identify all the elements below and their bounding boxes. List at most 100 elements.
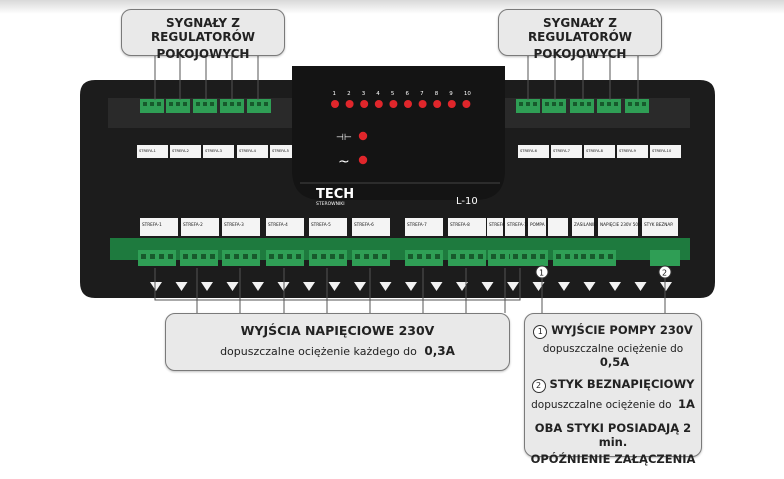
upper-zone-label-box xyxy=(137,145,168,158)
delay-note-line1: OBA STYKI POSIADAJĄ 2 min. xyxy=(534,421,692,449)
lower-zone-label-box xyxy=(405,218,443,236)
housing-tooth xyxy=(303,282,315,291)
terminal-screw xyxy=(196,102,200,106)
lower-zone-label: STYK BEZNAP. xyxy=(644,222,673,227)
lower-zone-label-box xyxy=(352,218,390,236)
lower-zone-label-box xyxy=(505,218,525,236)
output-terminal xyxy=(266,250,304,266)
output-terminal xyxy=(309,250,347,266)
led-number: 7 xyxy=(420,91,424,97)
upper-zone-label: STREFA-9 xyxy=(619,149,637,153)
terminal-screw xyxy=(176,102,180,106)
terminal-screw xyxy=(330,254,335,259)
pump-number-badge: 1 xyxy=(533,325,548,339)
terminal-screw xyxy=(264,102,268,106)
lower-zone-label-box xyxy=(642,218,678,236)
zone-led xyxy=(331,100,339,108)
terminal-screw xyxy=(460,254,465,259)
lower-zone-label-box xyxy=(528,218,546,236)
housing-tooth xyxy=(150,282,162,291)
relay-badge: 2 xyxy=(662,269,667,278)
zone-led xyxy=(374,100,383,108)
outputs-title: WYJŚCIA NAPIĘCIOWE 230V xyxy=(240,323,435,338)
led-number: 1 xyxy=(333,91,337,97)
upper-zone-label: STREFA-4 xyxy=(239,149,257,153)
terminal-screw xyxy=(533,102,537,106)
lower-zone-label: STREFA-8 xyxy=(450,222,470,227)
terminal-screw xyxy=(257,102,261,106)
output-terminal xyxy=(510,250,548,266)
terminal-screw xyxy=(635,102,639,106)
leader-bracket xyxy=(154,268,521,301)
housing-tooth xyxy=(226,282,239,291)
callout-pump-relay: 1 WYJŚCIE POMPY 230V dopuszczalne ocięże… xyxy=(524,313,702,466)
terminal-screw xyxy=(580,102,584,106)
housing-tooth xyxy=(660,282,672,291)
callout-signals-left-line1: SYGNAŁY Z REGULATORÓW xyxy=(150,16,256,44)
lower-zone-label-box xyxy=(222,218,260,236)
outputs-subtitle: dopuszczalne ociężenie każdego do xyxy=(220,345,417,358)
terminal-screw xyxy=(559,102,563,106)
upper-zone-label: STREFA-1 xyxy=(139,149,156,153)
terminal-screw xyxy=(234,254,239,259)
terminal-screw xyxy=(451,254,456,259)
terminal-screw xyxy=(157,102,161,106)
upper-zone-label-box xyxy=(203,145,234,158)
terminal-screw xyxy=(252,254,257,259)
terminal-screw xyxy=(269,254,274,259)
upper-zone-label-box xyxy=(584,145,615,158)
callout-signals-left-line2: POKOJOWYCH xyxy=(156,47,250,61)
terminal-screw xyxy=(435,254,440,259)
lower-zone-label: STREFA-7 xyxy=(407,222,427,227)
led-number: 5 xyxy=(391,91,395,97)
zone-led xyxy=(433,100,442,108)
terminal-screw xyxy=(590,254,595,259)
terminal-screw xyxy=(500,254,505,259)
housing-tooth xyxy=(456,282,468,291)
lower-zone-label: STREFA-2 xyxy=(183,222,203,227)
terminal-screw xyxy=(183,254,188,259)
terminal-screw xyxy=(545,102,549,106)
terminal-screw xyxy=(250,102,254,106)
callout-signals-right-line2: POKOJOWYCH xyxy=(533,47,627,61)
lower-zone-label-box xyxy=(448,218,486,236)
ac-symbol: ~ xyxy=(338,154,350,170)
lower-zone-label-box xyxy=(548,218,568,236)
output-terminal xyxy=(180,250,218,266)
relay-value: 1A xyxy=(677,397,695,411)
terminal-screw xyxy=(230,102,234,106)
terminal-screw xyxy=(339,254,344,259)
terminal-screw xyxy=(552,102,556,106)
housing-tooth xyxy=(609,282,621,291)
brand-subtitle: STEROWNIKI xyxy=(316,201,345,207)
housing-tooth xyxy=(558,282,570,291)
upper-zone-label-box xyxy=(170,145,201,158)
upper-zone-label: STREFA-10 xyxy=(652,149,672,153)
pump-title: WYJŚCIE POMPY 230V xyxy=(551,323,693,337)
output-terminal xyxy=(222,250,260,266)
housing-tooth xyxy=(328,282,341,291)
terminal-screw xyxy=(574,254,579,259)
relay-number-badge: 2 xyxy=(531,379,546,393)
terminal-screw xyxy=(210,254,215,259)
terminal-screw xyxy=(513,254,518,259)
callout-voltage-outputs: WYJŚCIA NAPIĘCIOWE 230V dopuszczalne oci… xyxy=(165,313,510,371)
housing-tooth xyxy=(634,282,647,291)
housing-tooth xyxy=(507,282,519,291)
power-led xyxy=(358,155,368,165)
housing-tooth xyxy=(481,282,494,291)
lower-zone-label: STREFA-1 xyxy=(142,222,162,227)
housing-tooth xyxy=(430,282,443,291)
terminal-screw xyxy=(201,254,206,259)
terminal-screw xyxy=(203,102,207,106)
output-terminal xyxy=(578,250,616,266)
lower-zone-label: POMPA xyxy=(530,222,545,227)
terminal-screw xyxy=(150,102,154,106)
terminal-screw xyxy=(183,102,187,106)
lower-zone-label: NAPIĘCIE 230V 50Hz xyxy=(600,222,644,227)
upper-zone-label: STREFA-8 xyxy=(586,149,604,153)
terminal-screw xyxy=(243,254,248,259)
outputs-value: 0,3A xyxy=(424,344,455,358)
upper-zone-label: STREFA-7 xyxy=(553,149,570,153)
